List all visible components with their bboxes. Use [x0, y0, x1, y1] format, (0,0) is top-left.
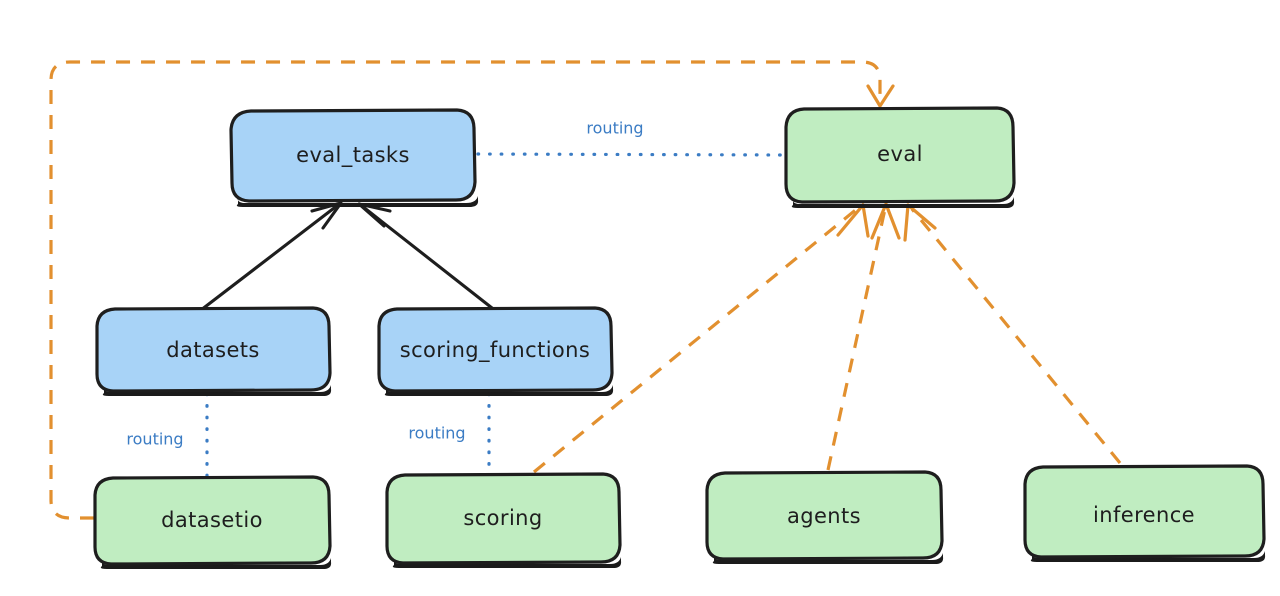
node-label-scoring: scoring — [463, 506, 542, 530]
node-label-agents: agents — [787, 504, 861, 528]
edge-datasets-to-eval_tasks — [199, 201, 343, 312]
node-datasets[interactable]: datasets — [95, 306, 332, 396]
node-agents[interactable]: agents — [705, 470, 944, 564]
edge-agents-to-eval — [826, 202, 901, 471]
node-label-datasets: datasets — [166, 338, 260, 362]
edge-eval_tasks-to-eval — [476, 152, 786, 157]
node-label-eval: eval — [877, 142, 923, 166]
node-eval[interactable]: eval — [784, 106, 1016, 208]
node-label-eval_tasks: eval_tasks — [296, 143, 410, 168]
node-scoring[interactable]: scoring — [385, 472, 622, 568]
node-scoring_functions[interactable]: scoring_functions — [377, 306, 614, 396]
node-label-datasetio: datasetio — [161, 508, 263, 532]
edge-inference-to-eval — [903, 203, 1122, 465]
edge-labels-layer: routing routing routing — [126, 119, 643, 449]
node-label-inference: inference — [1093, 503, 1195, 527]
edges-layer — [49, 60, 1122, 520]
edge-scoring_functions-to-eval_tasks — [357, 202, 494, 310]
edge-label-routing-datasetio: routing — [126, 430, 183, 449]
edge-label-routing-scoring: routing — [408, 424, 465, 443]
node-datasetio[interactable]: datasetio — [93, 475, 332, 569]
node-eval_tasks[interactable]: eval_tasks — [229, 108, 479, 207]
edge-datasetio-to-eval — [49, 60, 895, 520]
node-inference[interactable]: inference — [1023, 464, 1266, 562]
node-label-scoring_functions: scoring_functions — [400, 338, 590, 363]
edge-label-routing-eval: routing — [586, 119, 643, 138]
